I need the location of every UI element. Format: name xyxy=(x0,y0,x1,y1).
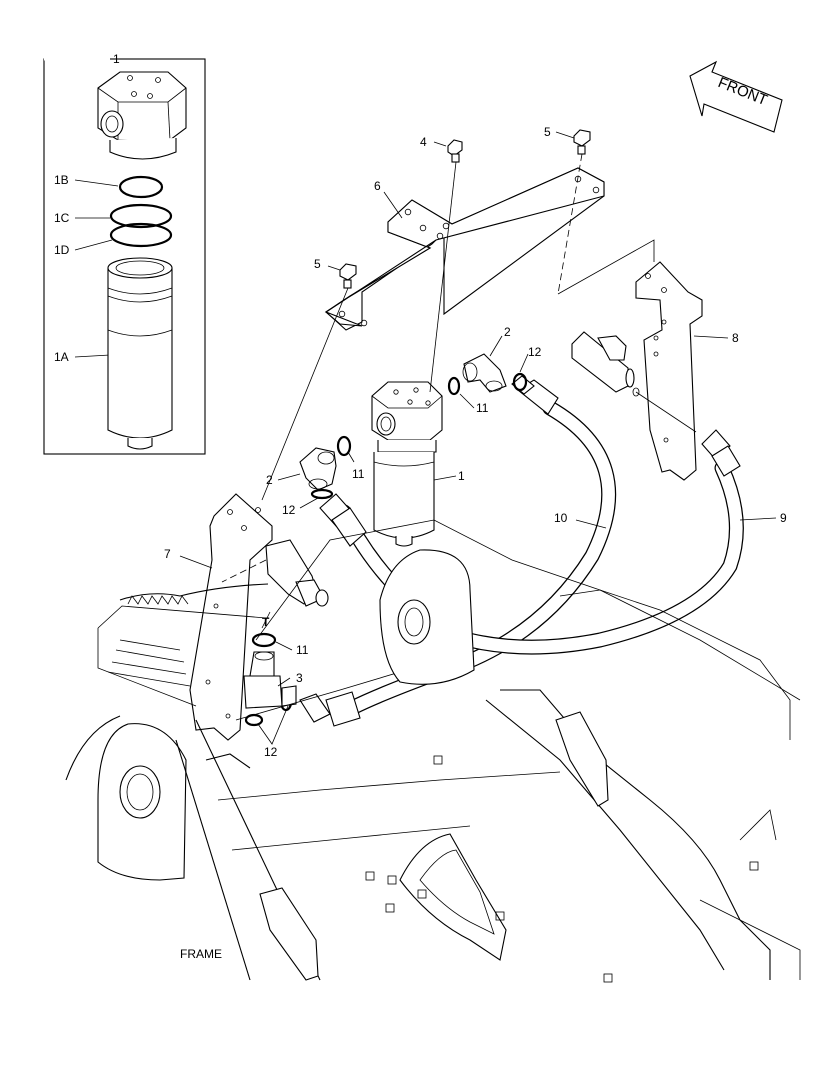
o-ring-1b xyxy=(118,175,164,199)
callout-8: 8 xyxy=(732,331,739,345)
o-ring-11-mid xyxy=(336,435,352,457)
callout-3: 3 xyxy=(296,671,303,685)
callout-1b: 1B xyxy=(54,173,69,187)
o-ring-1c xyxy=(109,203,173,229)
bracket-right xyxy=(635,261,703,481)
elbow-fitting-upper xyxy=(462,353,507,393)
callout-leaders xyxy=(179,131,777,745)
callout-2-upper: 2 xyxy=(504,325,511,339)
callout-11-lower: 11 xyxy=(296,643,309,657)
elbow-fitting-lower xyxy=(299,447,337,491)
front-arrow: FRONT xyxy=(689,60,783,133)
inset-label: 1 xyxy=(113,52,120,66)
callout-12-lower: 12 xyxy=(264,745,278,759)
frame-caption: FRAME xyxy=(180,947,222,961)
callout-11-mid: 11 xyxy=(352,467,365,481)
o-ring-12-mid xyxy=(310,488,334,500)
callout-6: 6 xyxy=(374,179,381,193)
callout-1a: 1A xyxy=(54,350,69,364)
bolt-5-right xyxy=(573,129,591,155)
callout-1c: 1C xyxy=(54,211,70,225)
assembly-lines xyxy=(221,153,697,629)
check-valve-right xyxy=(571,331,640,397)
callout-1: 1 xyxy=(458,469,465,483)
callout-5-left: 5 xyxy=(314,257,321,271)
callout-10: 10 xyxy=(554,511,568,525)
bolt-5-left xyxy=(339,263,357,289)
o-ring-11-upper xyxy=(447,376,461,396)
filter-head-exploded xyxy=(97,71,187,160)
bolt-4 xyxy=(447,139,463,163)
check-valve-left xyxy=(265,539,329,607)
tee-fitting xyxy=(243,651,297,709)
callout-t: T xyxy=(262,615,270,629)
callout-2-lower: 2 xyxy=(266,473,273,487)
machine-frame xyxy=(65,519,801,983)
callout-12-mid: 12 xyxy=(282,503,296,517)
filter-bowl xyxy=(107,257,173,450)
callout-11-upper: 11 xyxy=(476,401,489,415)
callout-5-right: 5 xyxy=(544,125,551,139)
bracket-left xyxy=(189,493,273,741)
o-ring-12-upper xyxy=(512,372,528,392)
callout-1d: 1D xyxy=(54,243,70,257)
filter-assembly xyxy=(371,381,443,547)
filter-inset: 1 xyxy=(43,52,206,455)
o-ring-11-lower xyxy=(251,632,277,648)
callout-12-upper: 12 xyxy=(528,345,542,359)
callout-9: 9 xyxy=(780,511,787,525)
mounting-plate xyxy=(324,167,605,331)
o-ring-1d xyxy=(109,222,173,248)
callout-7: 7 xyxy=(164,547,171,561)
callout-4: 4 xyxy=(420,135,427,149)
